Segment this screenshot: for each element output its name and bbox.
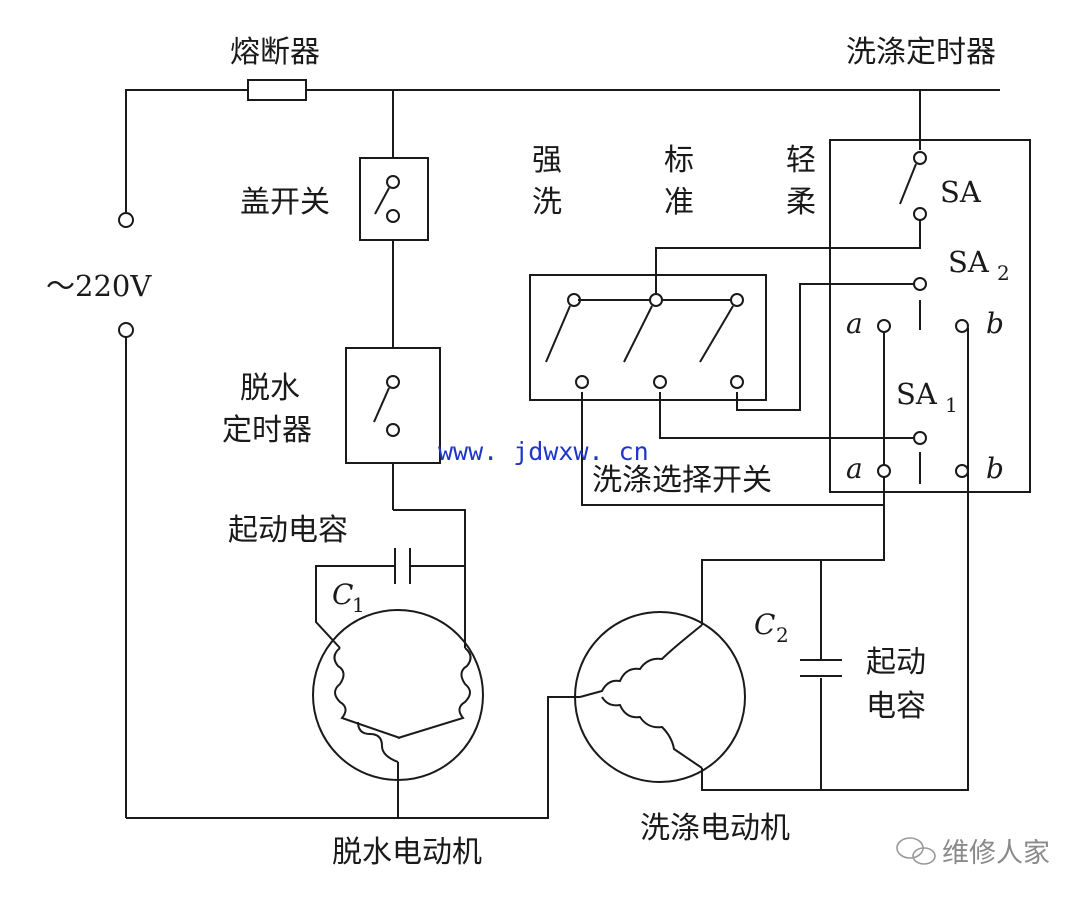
sa1-label-subscript: 1 (945, 393, 958, 417)
sa1-contact-a (877, 464, 891, 478)
lid-switch-terminal-top (386, 175, 400, 189)
mode-strong-1: 强 (532, 143, 562, 178)
lid-switch-label: 盖开关 (240, 185, 330, 220)
sa-terminal-top (913, 151, 927, 165)
website-text: www. jdwxw. cn (438, 437, 649, 466)
c1-label: C (332, 578, 353, 611)
watermark-text: 维修人家 (942, 838, 1050, 869)
sa2-contact-a-label: a (846, 307, 863, 340)
lid-switch-blade (374, 187, 390, 215)
sa2-contact-b-label: b (986, 307, 1004, 340)
sa1-contact-b (955, 464, 969, 478)
wash-selector-switch-label: 洗涤选择开关 (592, 463, 772, 498)
spin-motor (312, 609, 484, 781)
wash-selector-contacts (545, 293, 744, 389)
spin-timer-terminal-top (386, 375, 400, 389)
selector-gentle-bottom (730, 375, 744, 389)
sa2-contact-a (877, 319, 891, 333)
sa2-common-terminal (913, 277, 927, 291)
c1-label-subscript: 1 (352, 593, 365, 617)
wechat-icon (896, 837, 936, 865)
sa1-contact-b-label: b (986, 452, 1004, 485)
lid-switch-terminal-bottom (386, 209, 400, 223)
spin-timer-box (345, 347, 441, 464)
start-capacitor-2-label-line1: 起动 (866, 645, 926, 680)
start-capacitor-1-label: 起动电容 (228, 513, 348, 548)
wash-motor (574, 611, 746, 783)
sa2-contact-b (955, 319, 969, 333)
wash-timer-box (829, 139, 1031, 493)
spin-timer-blade (373, 387, 390, 423)
spin-timer-label-line2: 定时器 (222, 413, 312, 448)
selector-standard-top (649, 293, 663, 307)
spin-timer-terminal-bottom (386, 423, 400, 437)
sa2-label-subscript: 2 (997, 261, 1010, 285)
supply-terminal-bottom (118, 322, 134, 338)
wires (125, 89, 1000, 819)
fuse-label: 熔断器 (230, 35, 320, 70)
supply-terminal-top (118, 212, 134, 228)
selector-gentle-top (730, 293, 744, 307)
lid-switch-box (359, 157, 429, 241)
fuse-symbol (247, 79, 307, 101)
wash-timer-label: 洗涤定时器 (846, 35, 996, 70)
mode-standard-2: 准 (664, 185, 694, 220)
wash-motor-label: 洗涤电动机 (640, 811, 790, 846)
sa-terminal-bottom (913, 207, 927, 221)
selector-strong-bottom (575, 375, 589, 389)
sa-label: SA (940, 175, 982, 209)
wash-selector-switch-box (529, 274, 767, 401)
mode-strong-2: 洗 (532, 185, 562, 220)
c2-label: C (754, 608, 775, 641)
sa2-label: SA (948, 245, 990, 279)
start-capacitor-2-label-line2: 电容 (866, 689, 926, 724)
sa1-common-terminal (913, 431, 927, 445)
spin-timer-label-line1: 脱水 (240, 371, 300, 406)
supply-voltage-label: ～220V (46, 269, 152, 303)
selector-standard-bottom (653, 375, 667, 389)
sa1-label: SA (896, 377, 938, 411)
spin-motor-label: 脱水电动机 (332, 835, 482, 870)
mode-standard-1: 标 (664, 143, 694, 178)
mode-gentle-2: 柔 (786, 185, 816, 220)
mode-gentle-1: 轻 (786, 143, 816, 178)
sa1-contact-a-label: a (846, 452, 863, 485)
sa-blade (899, 163, 917, 205)
c2-label-subscript: 2 (776, 623, 789, 647)
